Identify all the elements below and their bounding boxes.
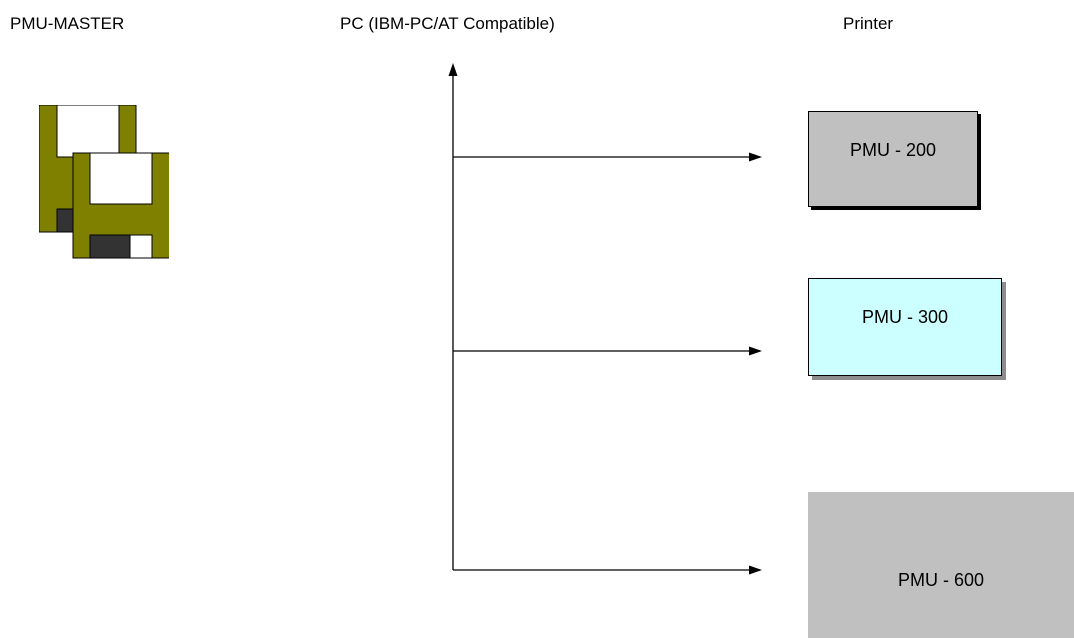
- floppy-disks-icon: [39, 105, 169, 259]
- front-floppy-disk: [72, 152, 169, 259]
- arrow-head-pmu-600: [749, 565, 762, 575]
- printer-box-pmu-300: PMU - 300: [808, 278, 1002, 376]
- arrow-head-pmu-200: [749, 152, 762, 162]
- printer-label-pmu-200: PMU - 200: [849, 139, 937, 160]
- printer-box-pmu-600: PMU - 600: [808, 492, 1074, 638]
- bus-arrow-head: [448, 63, 458, 76]
- pmu-master-label: PMU-MASTER: [10, 14, 125, 33]
- printer-label: Printer: [843, 14, 894, 33]
- printer-label-pmu-600: PMU - 600: [897, 569, 985, 590]
- printer-label-pmu-300: PMU - 300: [861, 306, 949, 327]
- arrow-head-pmu-300: [749, 346, 762, 356]
- pc-label: PC (IBM-PC/AT Compatible): [340, 14, 555, 33]
- printer-box-pmu-200: PMU - 200: [808, 111, 978, 207]
